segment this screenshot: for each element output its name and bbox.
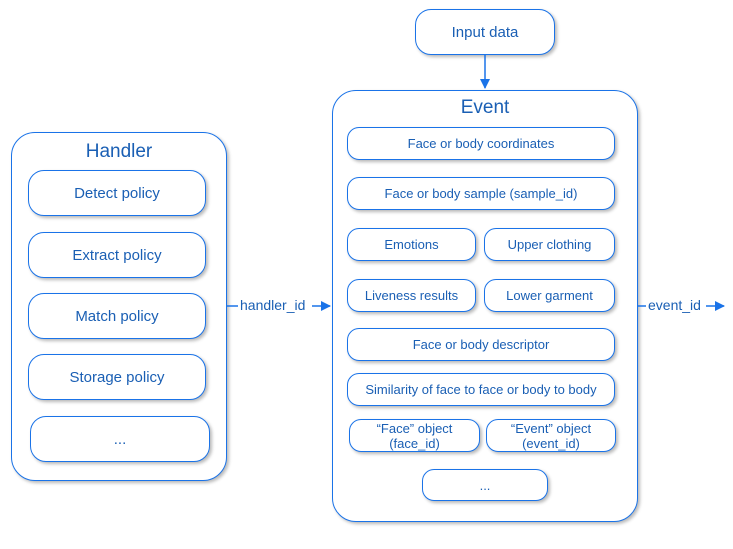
handler-item-detect-policy: Detect policy <box>28 170 206 216</box>
event-field-sample: Face or body sample (sample_id) <box>347 177 615 210</box>
event-field-upper-clothing: Upper clothing <box>484 228 615 261</box>
handler-title: Handler <box>85 141 153 162</box>
event-field-descriptor: Face or body descriptor <box>347 328 615 361</box>
event-field-more: ... <box>422 469 548 501</box>
event-field-label: Face or body coordinates <box>407 136 555 151</box>
event-field-event-object: “Event” object (event_id) <box>486 419 616 452</box>
event-field-label: Face or body sample (sample_id) <box>384 186 578 201</box>
handler-item-label: Match policy <box>75 307 159 325</box>
handler-item-storage-policy: Storage policy <box>28 354 206 400</box>
event-title: Event <box>460 97 510 118</box>
handler-item-label: ... <box>113 430 127 448</box>
event-id-label: event_id <box>648 297 701 313</box>
event-field-label: Liveness results <box>364 288 459 303</box>
event-field-lower-garment: Lower garment <box>484 279 615 312</box>
handler-item-label: Storage policy <box>69 368 165 386</box>
input-data-box: Input data <box>415 9 555 55</box>
event-field-emotions: Emotions <box>347 228 476 261</box>
handler-item-match-policy: Match policy <box>28 293 206 339</box>
event-field-label: “Event” object (event_id) <box>510 420 592 451</box>
event-field-similarity: Similarity of face to face or body to bo… <box>347 373 615 406</box>
input-data-label: Input data <box>451 23 519 41</box>
event-field-label: Face or body descriptor <box>412 337 550 352</box>
event-field-label: ... <box>479 477 491 493</box>
handler-item-more: ... <box>30 416 210 462</box>
handler-id-label: handler_id <box>240 297 306 313</box>
handler-item-label: Detect policy <box>74 184 160 202</box>
event-field-liveness: Liveness results <box>347 279 476 312</box>
event-field-label: Similarity of face to face or body to bo… <box>365 382 597 397</box>
handler-item-extract-policy: Extract policy <box>28 232 206 278</box>
handler-item-label: Extract policy <box>72 246 162 264</box>
event-field-label: Lower garment <box>506 288 593 303</box>
event-field-face-object: “Face” object (face_id) <box>349 419 480 452</box>
event-field-label: “Face” object (face_id) <box>376 420 453 451</box>
event-field-label: Upper clothing <box>507 237 592 252</box>
event-field-coordinates: Face or body coordinates <box>347 127 615 160</box>
event-field-label: Emotions <box>384 237 439 252</box>
